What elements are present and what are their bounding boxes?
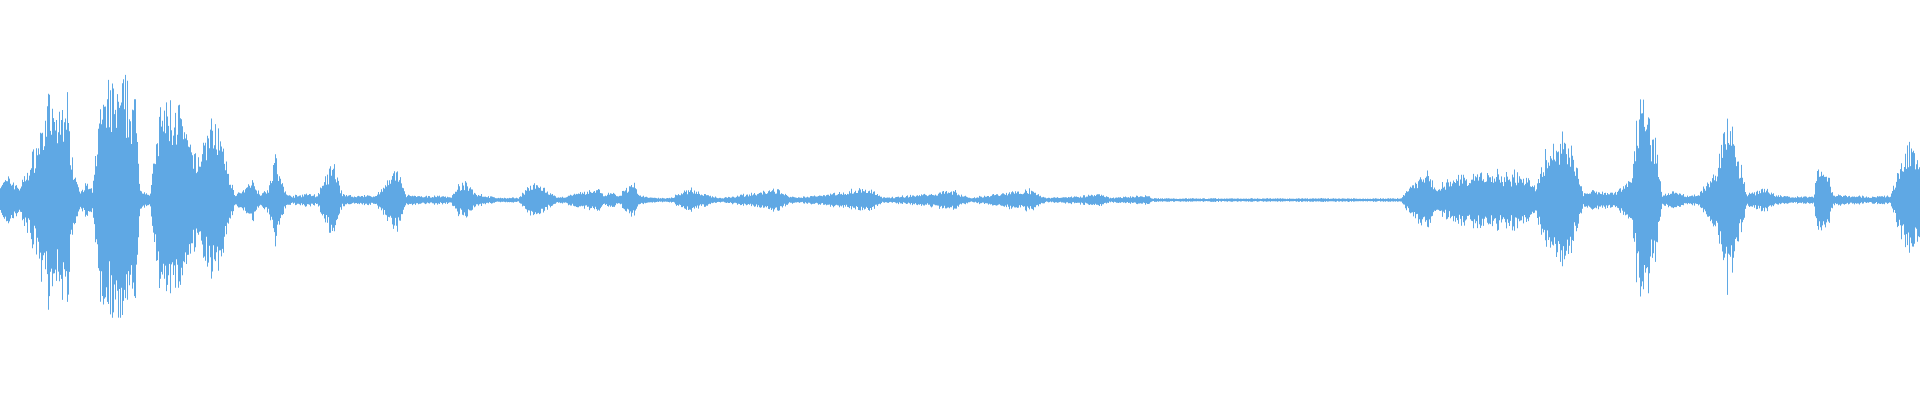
- waveform-bars: [0, 74, 1920, 318]
